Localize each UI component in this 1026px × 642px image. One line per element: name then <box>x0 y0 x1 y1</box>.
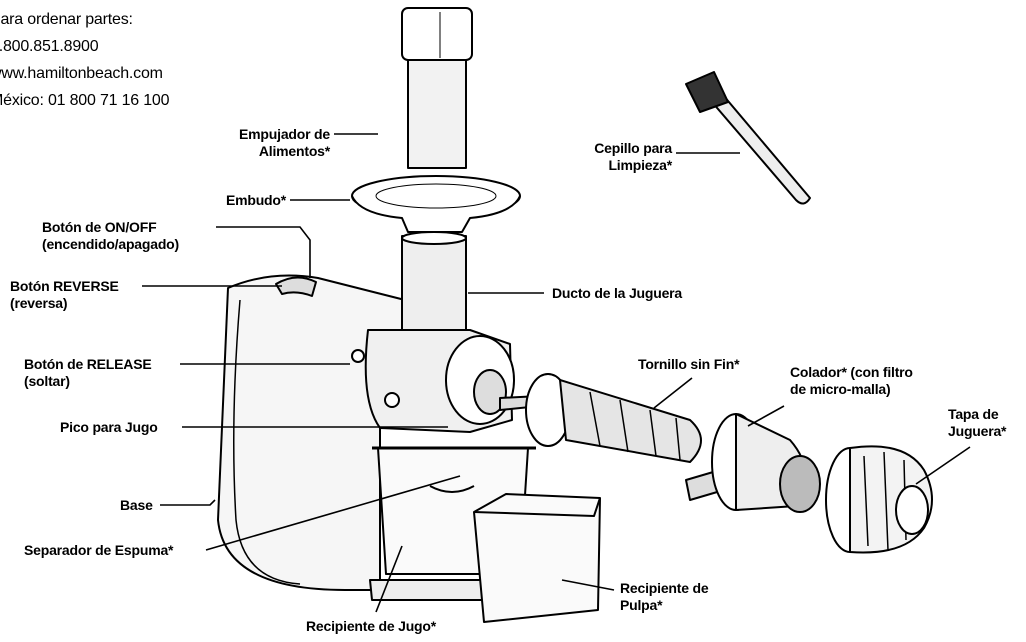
label-juice-container: Recipiente de Jugo* <box>306 618 437 634</box>
pulp-container-drawing <box>473 493 601 623</box>
funnel-drawing <box>351 175 521 233</box>
contact-heading: Para ordenar partes: <box>0 11 133 28</box>
contact-website: www.hamiltonbeach.com <box>0 65 163 82</box>
label-juicer-cap: Tapa de Juguera* <box>948 406 1007 439</box>
food-pusher-drawing <box>401 7 473 169</box>
label-release-button: Botón de RELEASE (soltar) <box>24 356 152 389</box>
label-base: Base <box>120 497 153 513</box>
parts-contact-info: Para ordenar partes: 1.800.851.8900 www.… <box>0 6 170 114</box>
label-funnel: Embudo* <box>225 192 286 208</box>
label-reverse-button: Botón REVERSE (reversa) <box>10 278 119 311</box>
contact-mexico-phone: México: 01 800 71 16 100 <box>0 92 170 109</box>
label-on-off-button: Botón de ON/OFF (encendido/apagado) <box>42 219 179 252</box>
leader-lines <box>142 133 971 613</box>
contact-phone: 1.800.851.8900 <box>0 38 99 55</box>
label-pulp-container: Recipiente de Pulpa* <box>620 580 709 613</box>
label-foam-separator: Separador de Espuma* <box>24 542 174 558</box>
label-strainer: Colador* (con filtro de micro-malla) <box>790 364 913 397</box>
auger-drawing <box>499 373 702 463</box>
auger-housing-drawing <box>351 329 515 433</box>
cleaning-brush-drawing <box>685 71 811 205</box>
juicer-cap-drawing <box>825 445 933 554</box>
strainer-drawing <box>685 413 821 513</box>
label-auger: Tornillo sin Fin* <box>638 356 740 372</box>
label-cleaning-brush: Cepillo para Limpieza* <box>594 140 672 173</box>
label-juicer-chute: Ducto de la Juguera <box>552 285 683 301</box>
label-juice-spout: Pico para Jugo <box>60 419 158 435</box>
label-food-pusher: Empujador de Alimentos* <box>239 126 330 159</box>
